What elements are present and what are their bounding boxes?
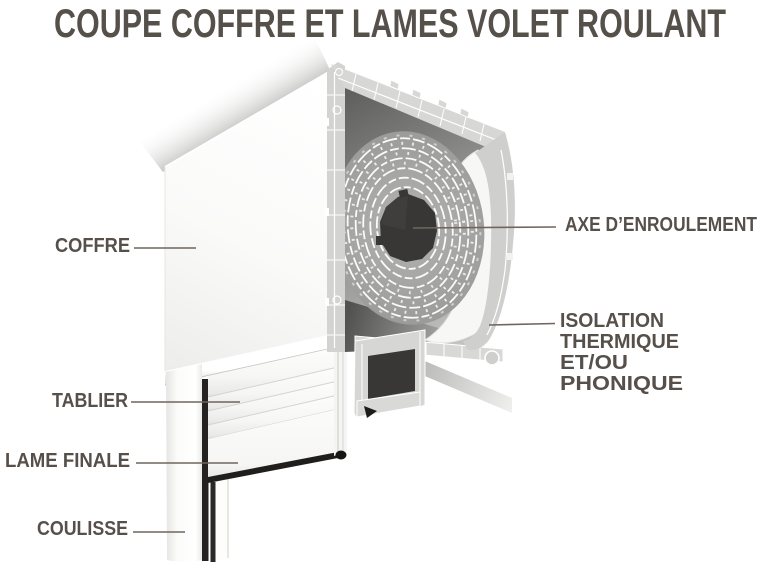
slat-joint [207, 366, 339, 398]
label-tablier: TABLIER [52, 390, 128, 412]
box-ridge-highlight [164, 72, 328, 168]
coil-ring [354, 157, 462, 299]
axle-facet [381, 194, 408, 230]
page-title: COUPE COFFRE ET LAMES VOLET ROULANT [54, 2, 726, 46]
coil-ring [346, 147, 470, 309]
label-isolation-line4: PHONIQUE [560, 373, 683, 395]
label-lame-finale: LAME FINALE [5, 450, 130, 472]
box-top-face [140, 36, 330, 172]
label-isolation: ISOLATION THERMIQUE ET/OU PHONIQUE [560, 310, 683, 395]
coil-hooks [342, 141, 474, 315]
label-isolation-line3: ET/OU [560, 352, 628, 374]
profile-screw-port [332, 105, 342, 115]
profile-top-tabs [389, 79, 470, 119]
label-coffre: COFFRE [55, 235, 130, 257]
label-axe-enroulement: AXE D’ENROULEMENT [565, 214, 757, 236]
tablier-curtain [207, 347, 347, 483]
coil-hooks [350, 151, 466, 305]
profile-left-bar [327, 62, 345, 352]
leader-axe [412, 226, 557, 229]
winding-axle [376, 189, 437, 262]
lame-finale-slat [208, 409, 338, 477]
axle-notch [398, 189, 409, 198]
coil-hooks [358, 161, 458, 295]
slat [208, 367, 338, 411]
profile-notch [325, 118, 329, 126]
coulisse-slot-dark-2 [210, 482, 216, 562]
coil-ring [369, 176, 447, 280]
profile-top-rungs [351, 73, 485, 142]
label-coulisse: COULISSE [37, 518, 128, 540]
profile-left-rungs [327, 94, 345, 336]
label-isolation-line1: ISOLATION [560, 310, 664, 332]
profile-notch [507, 173, 513, 180]
slat-joint [207, 394, 339, 426]
profile-right-bar [463, 132, 515, 350]
coil-ring [362, 167, 454, 289]
box-front-face [165, 73, 337, 372]
axle-notch [376, 236, 384, 245]
sill-band [413, 356, 512, 413]
coulisse-outer-flange [216, 476, 228, 560]
label-isolation-line2: THERMIQUE [560, 331, 679, 353]
coffre-box [140, 36, 338, 386]
frame-dark-opening [368, 349, 415, 399]
slat [208, 395, 338, 439]
profile-corner-detail [335, 68, 343, 76]
box-bottom-rail [165, 333, 337, 385]
coil-ring [338, 137, 478, 319]
profile-notch [325, 208, 329, 216]
profile-chamber-line [337, 77, 500, 142]
window-frame-section [353, 329, 426, 418]
slat [208, 381, 338, 425]
coulisse-slot-dark [202, 379, 209, 561]
profile-notch [325, 298, 329, 306]
box-profile-section [325, 62, 515, 352]
frame-gasket [364, 406, 377, 418]
bottom-assembly [353, 329, 512, 418]
leader-isolation [488, 322, 556, 326]
leader-lines [131, 226, 557, 533]
lame-finale-seal [208, 452, 338, 483]
coil-ring [334, 134, 482, 322]
slat-joint [207, 380, 339, 412]
seal-end-cap [335, 450, 347, 460]
profile-top-bar [331, 64, 505, 152]
profile-chamber-line [486, 149, 508, 336]
profile-screw-port [332, 295, 342, 305]
curtain-cut-edge [334, 348, 347, 456]
profile-notch [507, 253, 513, 260]
slat [208, 347, 338, 397]
profile-end-curl [484, 350, 500, 366]
coil-ring [375, 186, 441, 270]
